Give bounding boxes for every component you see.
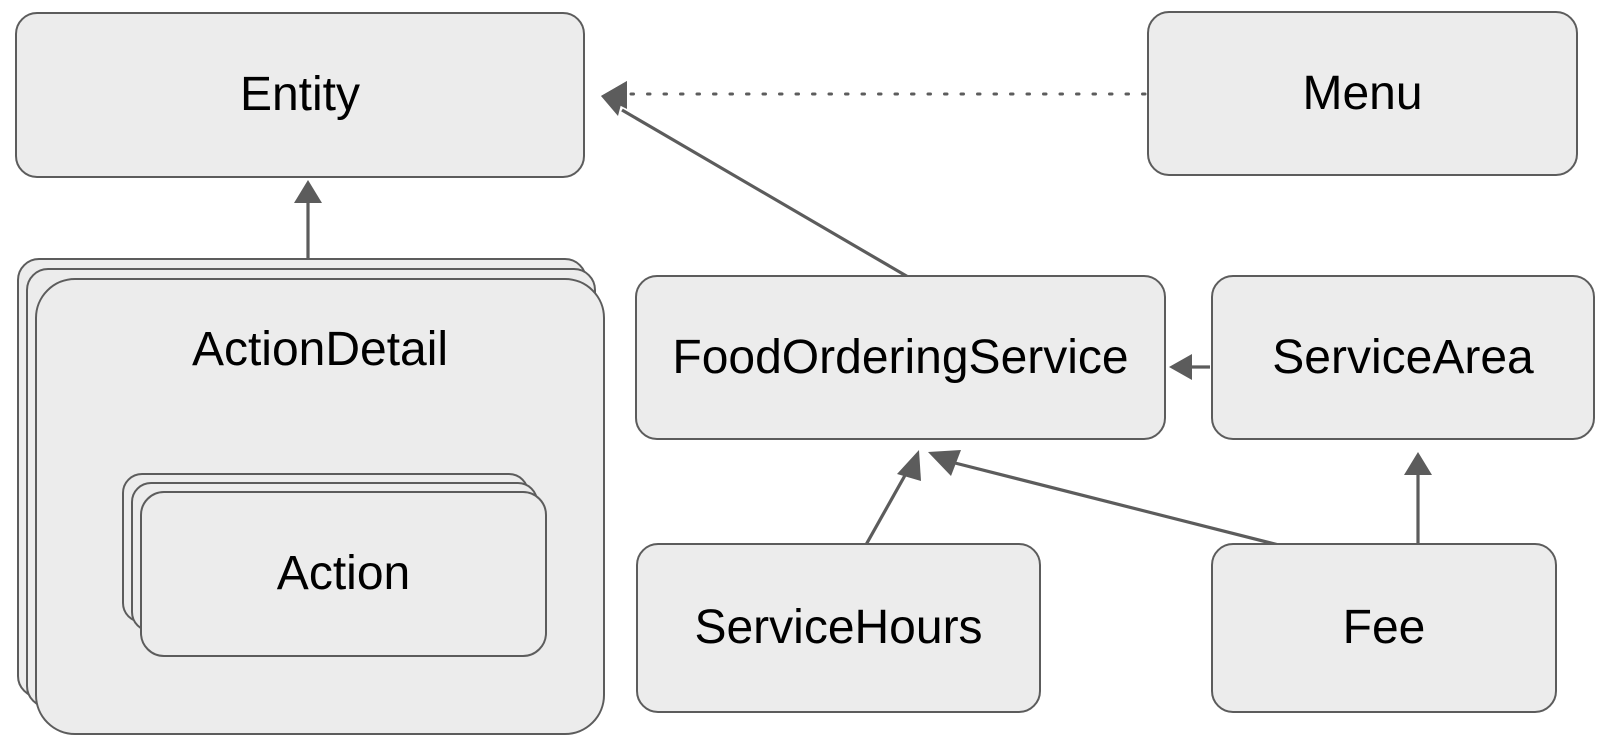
node-action-detail-label: ActionDetail (191, 323, 449, 376)
node-action-detail[interactable]: ActionDetail Action (0, 0, 620, 756)
node-menu-label: Menu (1302, 66, 1423, 120)
node-food-ordering-service[interactable]: FoodOrderingService (635, 275, 1166, 440)
node-fee-label: Fee (1342, 601, 1426, 654)
node-fee[interactable]: Fee (1211, 543, 1557, 713)
node-service-area[interactable]: ServiceArea (1211, 275, 1595, 440)
node-service-hours[interactable]: ServiceHours (636, 543, 1041, 713)
node-entity[interactable]: Entity (15, 12, 585, 178)
node-entity-label: Entity (239, 68, 361, 121)
node-menu[interactable]: Menu (1147, 11, 1578, 176)
node-action-layer-front (140, 491, 547, 657)
edge-food-ordering-service-to-entity (601, 81, 916, 283)
node-service-hours-label: ServiceHours (694, 601, 983, 654)
node-food-ordering-service-label: FoodOrderingService (672, 330, 1129, 384)
node-action[interactable]: Action (0, 0, 620, 756)
node-action-label: Action (276, 547, 411, 600)
edge-service-area-to-food-ordering-service (1169, 354, 1210, 380)
node-service-area-label: ServiceArea (1272, 330, 1534, 384)
edge-menu-to-entity (601, 81, 1147, 109)
